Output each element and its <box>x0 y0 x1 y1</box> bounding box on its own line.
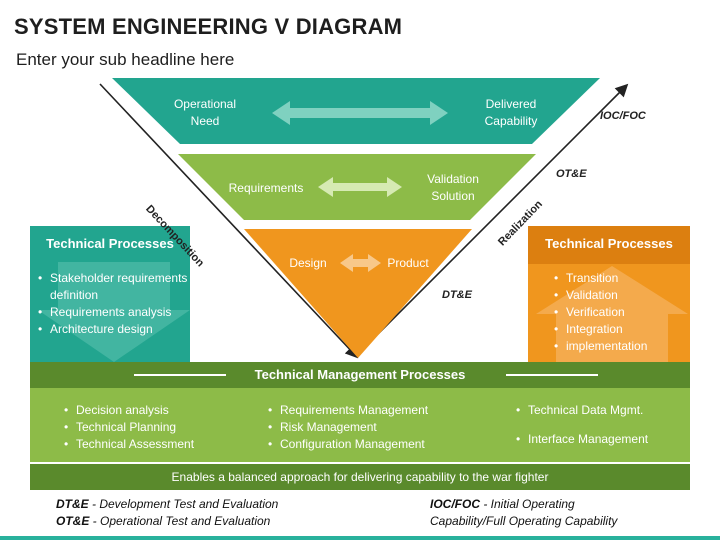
product-label: Product <box>387 256 429 270</box>
page-subtitle: Enter your sub headline here <box>16 50 235 69</box>
management-footer: Enables a balanced approach for deliveri… <box>30 464 690 490</box>
technical-management-title: Technical Management Processes <box>254 367 466 382</box>
validation-solution-label: Validation Solution <box>427 172 479 203</box>
legend-ioc-text-2: Capability/Full Operating Capability <box>430 514 618 528</box>
realization-arrow <box>355 83 629 357</box>
right-panel-item: Integration <box>554 321 684 338</box>
management-item: Configuration Management <box>268 436 428 453</box>
management-item: Technical Data Mgmt. <box>516 402 648 419</box>
right-panel-item: Validation <box>554 287 684 304</box>
legend-ioc-key: IOC/FOC <box>430 497 480 511</box>
v-level-bottom <box>244 229 472 358</box>
operational-need-label: Operational Need <box>173 97 237 128</box>
design-label: Design <box>289 256 327 270</box>
management-item: Interface Management <box>516 431 648 448</box>
left-panel-list: Stakeholder requirements definition Requ… <box>38 270 190 338</box>
right-panel-item: implementation <box>554 338 684 355</box>
management-column-3: Technical Data Mgmt. Interface Managemen… <box>516 402 648 448</box>
management-item: Requirements Management <box>268 402 428 419</box>
legend-right: IOC/FOC - Initial Operating Capability/F… <box>430 496 617 530</box>
management-item: Decision analysis <box>64 402 194 419</box>
header-divider-right <box>506 374 598 376</box>
page-title: SYSTEM ENGINEERING V DIAGRAM <box>14 14 403 39</box>
technical-management-body: Decision analysis Technical Planning Tec… <box>30 388 690 462</box>
right-technical-processes-panel: Technical Processes Transition Validatio… <box>528 226 690 362</box>
header-divider-left <box>134 374 226 376</box>
right-panel-item: Transition <box>554 270 684 287</box>
bottom-double-arrow <box>340 254 381 272</box>
left-panel-item: Stakeholder requirements definition <box>38 270 190 304</box>
ioc-foc-label: IOC/FOC <box>600 110 646 122</box>
decomposition-arrow <box>99 83 359 359</box>
legend-ote-text: - Operational Test and Evaluation <box>89 514 271 528</box>
left-panel-item: Requirements analysis <box>38 304 190 321</box>
bottom-accent-stripe <box>0 536 720 540</box>
ote-label: OT&E <box>556 168 587 180</box>
management-column-1: Decision analysis Technical Planning Tec… <box>64 402 194 453</box>
technical-management-header: Technical Management Processes <box>30 362 690 388</box>
legend-dte-text: - Development Test and Evaluation <box>88 497 279 511</box>
top-double-arrow <box>272 101 448 125</box>
management-item: Technical Assessment <box>64 436 194 453</box>
requirements-label: Requirements <box>228 181 304 195</box>
left-panel-title: Technical Processes <box>46 236 174 251</box>
dte-label: DT&E <box>442 289 472 301</box>
delivered-capability-label: Delivered Capability <box>484 97 538 128</box>
legend-dte-key: DT&E <box>56 497 89 511</box>
management-column-2: Requirements Management Risk Management … <box>268 402 428 453</box>
left-technical-processes-panel: Technical Processes Stakeholder requirem… <box>30 226 190 362</box>
left-panel-item: Architecture design <box>38 321 190 338</box>
right-panel-title: Technical Processes <box>528 226 690 264</box>
legend-ioc-text-1: - Initial Operating <box>480 497 575 511</box>
management-item: Technical Planning <box>64 419 194 436</box>
right-panel-list: Transition Validation Verification Integ… <box>554 270 684 355</box>
management-item: Risk Management <box>268 419 428 436</box>
legend-left: DT&E - Development Test and Evaluation O… <box>56 496 278 530</box>
legend-ote-key: OT&E <box>56 514 90 528</box>
middle-double-arrow <box>318 177 402 197</box>
right-panel-item: Verification <box>554 304 684 321</box>
